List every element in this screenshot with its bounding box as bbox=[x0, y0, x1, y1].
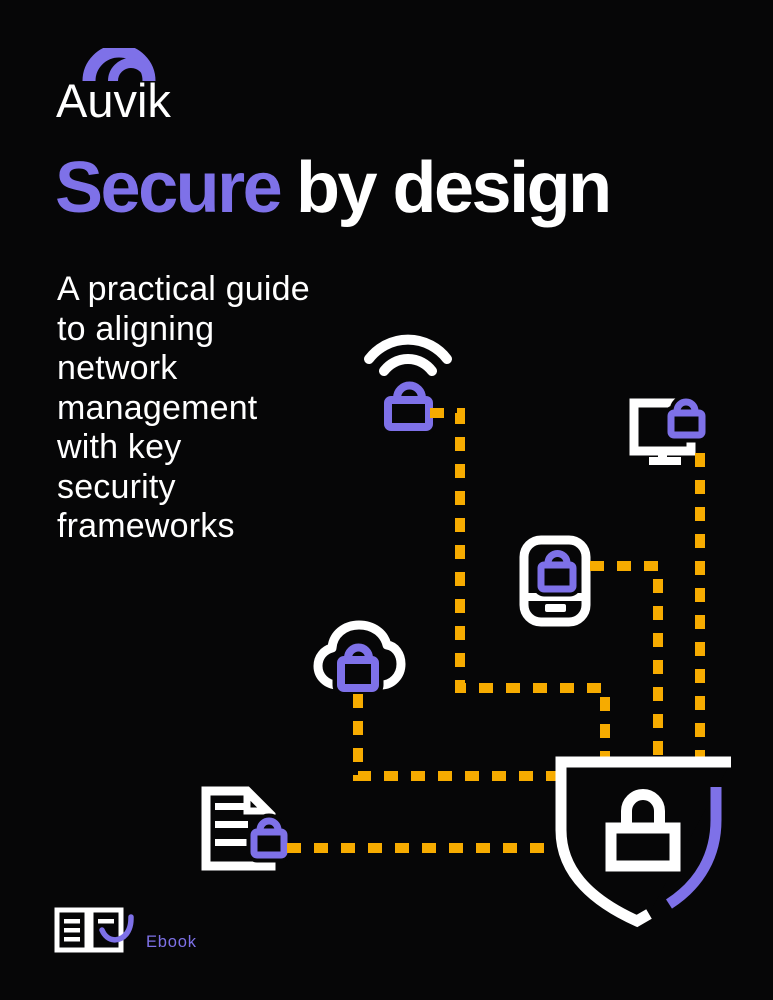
auvik-logo-arc-icon bbox=[82, 48, 156, 82]
lock-body bbox=[384, 396, 433, 431]
document-line bbox=[215, 803, 248, 810]
connector-wifi-shield bbox=[430, 408, 610, 757]
document-line bbox=[215, 821, 248, 828]
wifi-inner-arc bbox=[379, 354, 437, 376]
logo-inner-arc bbox=[108, 58, 154, 82]
lock-shackle bbox=[393, 381, 426, 402]
lock-shackle bbox=[673, 398, 699, 413]
lock-body bbox=[537, 561, 577, 593]
lock-shackle bbox=[621, 789, 665, 828]
connector-mobile-shield bbox=[590, 561, 663, 757]
monitor-lock-icon bbox=[629, 394, 710, 465]
shield-lock-icon bbox=[555, 756, 731, 928]
book-right-page bbox=[88, 907, 124, 953]
book-line bbox=[64, 928, 80, 933]
ebook-badge: Ebook bbox=[50, 904, 310, 964]
wifi-lock-icon bbox=[364, 334, 452, 436]
document-line bbox=[215, 839, 247, 846]
auvik-logo: Auvik bbox=[55, 48, 235, 133]
cloud-lock-icon bbox=[313, 620, 406, 697]
title-highlight: Secure bbox=[55, 148, 283, 228]
book-left-page bbox=[54, 907, 90, 953]
document-fold bbox=[243, 793, 268, 815]
lock-body bbox=[605, 822, 681, 872]
phone-outline bbox=[519, 535, 591, 627]
connector-cloud-shield bbox=[353, 694, 560, 781]
book-purple-swoosh bbox=[99, 914, 134, 943]
open-book-icon bbox=[54, 907, 134, 953]
mobile-lock-icon bbox=[519, 535, 591, 627]
lock-body bbox=[250, 828, 288, 859]
book-line bbox=[64, 937, 80, 942]
lock-body bbox=[667, 409, 706, 439]
dotted-connections bbox=[287, 408, 705, 853]
lock-body bbox=[337, 656, 379, 692]
shield-purple-edge bbox=[665, 787, 722, 909]
subtitle: A practical guide to aligning network ma… bbox=[57, 270, 310, 545]
book-line bbox=[98, 919, 114, 924]
lock-shackle bbox=[344, 643, 373, 660]
lock-shackle bbox=[256, 817, 282, 832]
title-rest: by design bbox=[295, 148, 612, 228]
wifi-outer-arc bbox=[364, 334, 452, 364]
lock-shackle bbox=[544, 550, 571, 566]
book-line bbox=[64, 919, 80, 924]
phone-button bbox=[545, 604, 566, 612]
ebook-label: Ebook bbox=[146, 933, 197, 951]
brand-name: Auvik bbox=[56, 74, 171, 127]
document-lock-icon bbox=[201, 786, 292, 871]
